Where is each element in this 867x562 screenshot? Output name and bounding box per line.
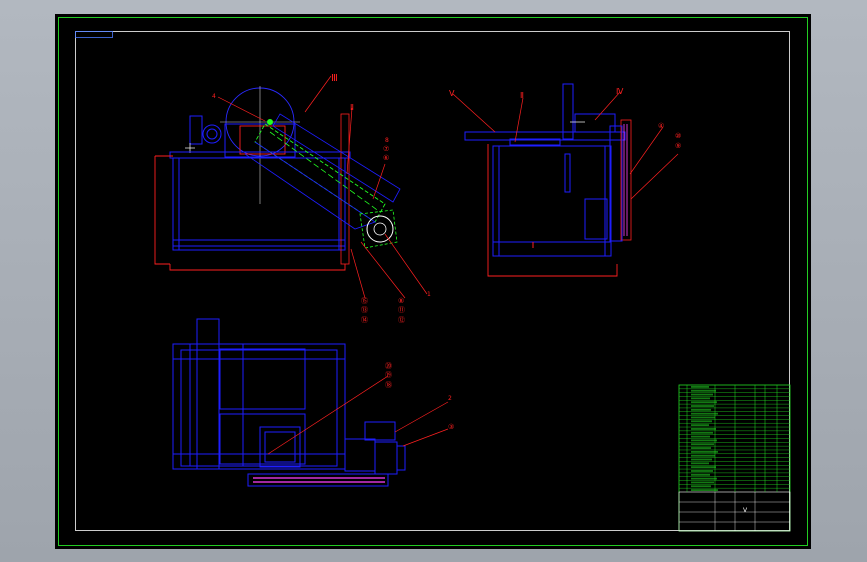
front-label: ⑬ [361, 306, 368, 314]
parts-cell-text [691, 477, 717, 480]
title-block: V [678, 384, 791, 532]
front-label: Ⅱ [350, 103, 354, 112]
parts-cell-text [691, 424, 709, 427]
parts-cell-text [691, 435, 710, 438]
parts-cell-text [691, 405, 714, 407]
side-label: ④ [658, 122, 664, 130]
parts-cell-text [691, 401, 717, 404]
parts-cell-text [691, 389, 716, 392]
parts-cell-text [691, 439, 717, 442]
side-label: Ⅱ [520, 91, 524, 100]
parts-cell-text [691, 447, 711, 449]
parts-cell-text [691, 408, 711, 411]
parts-cell-text [691, 431, 713, 434]
parts-list-grid [679, 385, 790, 531]
parts-cell-text [691, 416, 715, 419]
front-label: ⑦ [383, 145, 389, 153]
top-label: ⑲ [385, 371, 392, 379]
top-label: 2 [448, 395, 452, 402]
side-label: Ⅳ [616, 87, 624, 96]
parts-cell-text [691, 485, 711, 488]
drawing-sheet: Ⅲ 4 Ⅱ 8 ⑦ ⑥ 1 ⑧ ⑪ ⑫ ⑮ ⑬ ⑭ [55, 14, 811, 549]
cad-drawing-canvas[interactable]: Ⅲ 4 Ⅱ 8 ⑦ ⑥ 1 ⑧ ⑪ ⑫ ⑮ ⑬ ⑭ [55, 14, 811, 549]
parts-cell-text [691, 428, 716, 430]
parts-cell-text [691, 386, 709, 388]
parts-cell-text [691, 454, 715, 457]
front-label: ⑪ [398, 306, 405, 314]
title-block-revision: V [743, 507, 748, 514]
front-label: ⑧ [398, 297, 404, 305]
front-view: Ⅲ 4 Ⅱ 8 ⑦ ⑥ 1 ⑧ ⑪ ⑫ ⑮ ⑬ ⑭ [154, 73, 431, 324]
top-view: ⑳ ⑲ ⑱ 2 ③ [172, 318, 454, 487]
front-label: ⑥ [383, 154, 389, 162]
front-label: 1 [427, 291, 431, 298]
parts-cell-text [691, 443, 714, 446]
parts-cell-text [691, 462, 709, 465]
parts-cell-text [691, 393, 713, 396]
parts-cell-text [691, 470, 713, 472]
front-label: Ⅲ [331, 73, 338, 84]
inner-border [75, 31, 790, 531]
side-label: ⑨ [675, 142, 681, 150]
front-label: ⑮ [361, 297, 368, 305]
parts-cell-text [691, 412, 718, 415]
parts-cell-text [691, 397, 710, 400]
side-view: Ⅴ Ⅱ Ⅳ ④ ⑩ ⑨ [449, 83, 681, 277]
parts-cell-text [691, 489, 718, 491]
corner-tag [75, 31, 113, 38]
front-label: ⑭ [361, 316, 368, 324]
parts-cell-text [691, 458, 712, 461]
side-label: ⑩ [675, 132, 681, 140]
top-label: ③ [448, 423, 454, 431]
parts-cell-text [691, 481, 714, 484]
top-label: ⑳ [385, 362, 392, 370]
parts-cell-text [691, 473, 710, 476]
top-label: ⑱ [385, 381, 392, 389]
parts-cell-text [691, 450, 718, 453]
parts-cell-text [691, 466, 716, 469]
side-label: Ⅴ [449, 89, 455, 98]
parts-cell-text [691, 420, 712, 423]
front-label: 8 [385, 137, 389, 144]
outer-border [58, 17, 808, 546]
front-label: 4 [212, 93, 216, 100]
front-label: ⑫ [398, 316, 405, 324]
